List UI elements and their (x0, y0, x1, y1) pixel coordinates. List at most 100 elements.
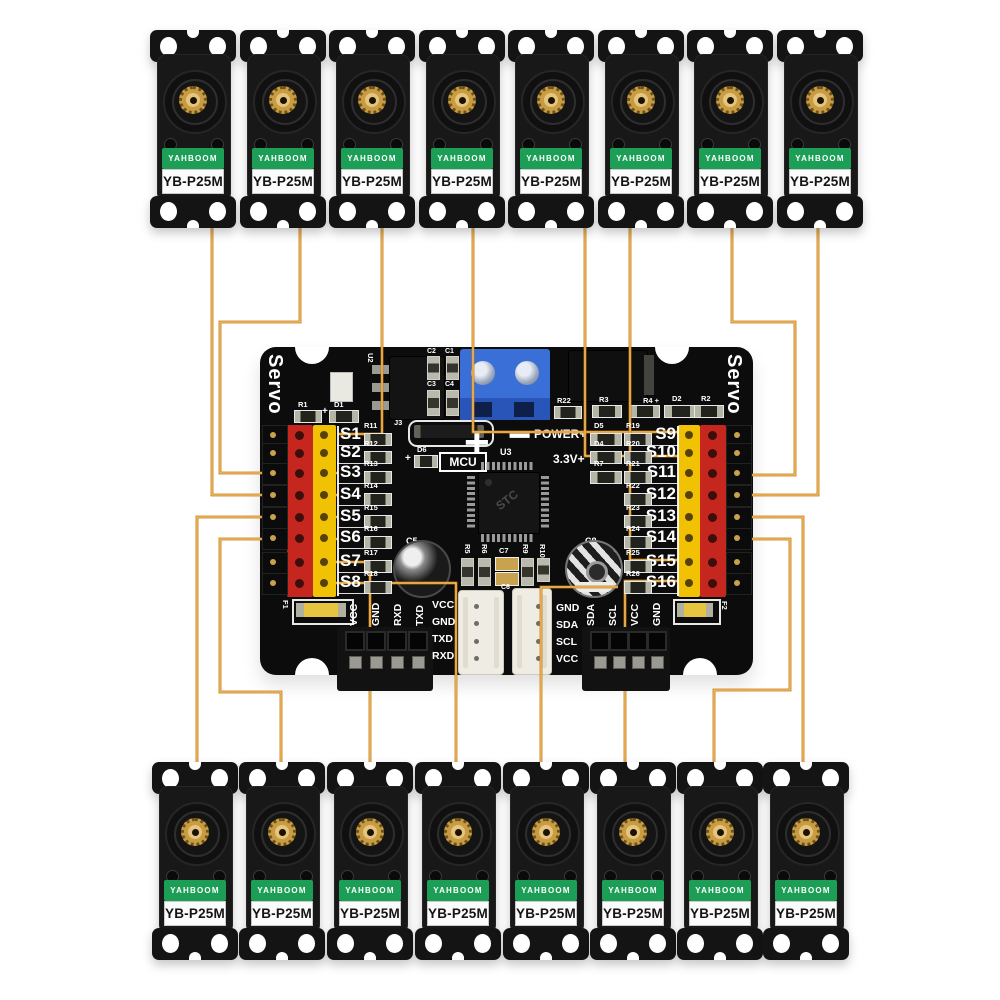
resistor (364, 433, 392, 446)
servo-brand-label: YAHBOOM (775, 880, 837, 901)
mount-hole (339, 37, 356, 56)
gear-icon (448, 86, 476, 114)
left-socket-pin (270, 432, 276, 438)
smd-component (330, 372, 353, 402)
uart-horizontal-label-rxd: RXD (432, 650, 455, 662)
resistor-label: R19 (626, 421, 640, 430)
servo-model-label: YB-P25M (341, 169, 403, 194)
right-socket-pin (734, 470, 740, 476)
cable-notch-bottom (627, 952, 639, 960)
gear-shaft-hole (816, 96, 824, 104)
r22-resistor (554, 406, 582, 419)
gear-shaft-hole (458, 96, 466, 104)
servo-brand-label: YAHBOOM (431, 148, 493, 169)
right-yellow-hole (685, 579, 693, 587)
mount-hole (162, 769, 179, 788)
u2-regulator-leg (372, 401, 390, 410)
mount-hole (478, 202, 495, 221)
diode-label: D5 (594, 421, 604, 430)
c2-label: C2 (427, 348, 436, 355)
power-plus-label: POWER+ (534, 427, 587, 441)
right-socket-pin (734, 450, 740, 456)
servo-model-label: YB-P25M (789, 169, 851, 194)
channel-rule (638, 504, 678, 506)
j3-label: J3 (394, 418, 403, 427)
right-red-hole (708, 490, 717, 500)
resistor-label: R11 (364, 421, 378, 430)
mount-hole (388, 202, 405, 221)
mount-hole (162, 934, 179, 953)
r22-label: R22 (557, 396, 571, 405)
uart-pin-header-socket (366, 631, 386, 651)
servo-brand-label: YAHBOOM (341, 148, 403, 169)
mount-hole (474, 769, 491, 788)
terminal-screw (471, 361, 495, 385)
servo-brand-label: YAHBOOM (427, 880, 489, 901)
channel-rule (638, 482, 678, 484)
mount-hole (474, 934, 491, 953)
uart-pin-header-pin (412, 656, 425, 669)
c8-capacitor (565, 540, 623, 598)
mount-hole (649, 934, 666, 953)
mount-hole (822, 769, 839, 788)
channel-label-s11: S11 (646, 462, 676, 481)
diode (590, 471, 622, 484)
i2c-horizontal-label-sda: SDA (556, 619, 579, 631)
left-socket-pin (270, 535, 276, 541)
right-socket-pin (734, 559, 740, 565)
mount-hole (249, 934, 266, 953)
servo-model-label: YB-P25M (251, 901, 313, 926)
servo-model-label: YB-P25M (427, 901, 489, 926)
servo-model-label: YB-P25M (520, 169, 582, 194)
resistor (624, 581, 652, 594)
servo-model-label: YB-P25M (515, 901, 577, 926)
i2c-pin-header-pin (613, 656, 626, 669)
mount-hole (425, 934, 442, 953)
mount-hole (787, 37, 804, 56)
uart-jst-connector (458, 590, 504, 675)
uart-vertical-label-txd: TXD (414, 605, 426, 626)
cable-notch-bottom (724, 220, 736, 228)
left-yellow-hole (320, 513, 328, 521)
cable-notch-bottom (366, 220, 378, 228)
board-notch-bottom-right (683, 658, 717, 675)
gear-shaft-hole (542, 828, 550, 836)
mount-hole (250, 202, 267, 221)
mount-hole (567, 37, 584, 56)
u3-pins-top (481, 462, 535, 470)
mount-hole (773, 934, 790, 953)
board-notch-top-right (655, 347, 689, 364)
resistor (624, 536, 652, 549)
servo-brand-label: YAHBOOM (162, 148, 224, 169)
mount-hole (697, 37, 714, 56)
left-channel-divider (337, 426, 339, 596)
resistor (364, 471, 392, 484)
left-red-hole (295, 557, 304, 567)
uart-pin-header-pin (349, 656, 362, 669)
i2c-vertical-label-vcc: VCC (629, 603, 641, 626)
channel-label-s2: S2 (340, 442, 361, 461)
servo-brand-label: YAHBOOM (699, 148, 761, 169)
channel-label-s12: S12 (645, 484, 676, 503)
left-socket-pin (270, 580, 276, 586)
v33-label: 3.3V+ (553, 452, 585, 466)
mount-hole (608, 202, 625, 221)
cable-notch-top (452, 762, 464, 770)
mount-hole (736, 934, 753, 953)
c1-capacitor (446, 356, 459, 380)
resistor-label: R12 (364, 439, 378, 448)
channel-label-s5: S5 (340, 506, 361, 525)
servo-brand-label: YAHBOOM (515, 880, 577, 901)
resistor (364, 515, 392, 528)
left-socket-pin (270, 514, 276, 520)
left-red-hole (295, 533, 304, 543)
cable-notch-bottom (814, 220, 826, 228)
channel-label-s1: S1 (340, 424, 361, 443)
i2c-vertical-label-gnd: GND (651, 602, 663, 626)
smd (478, 558, 491, 586)
f1-label: F1 (281, 600, 290, 609)
